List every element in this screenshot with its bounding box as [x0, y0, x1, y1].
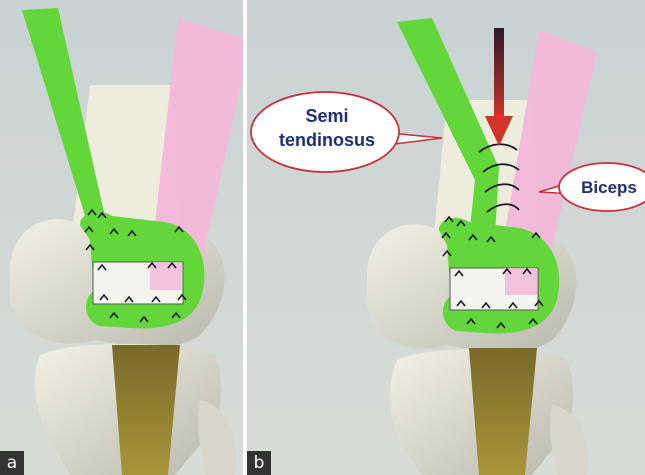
panel-label-a: a — [0, 451, 24, 475]
panel-a-illustration — [0, 0, 243, 475]
panel-b: Semi tendinosus Biceps b — [247, 0, 645, 475]
semitendinosus-label-line2: tendinosus — [279, 130, 375, 150]
panel-b-illustration: Semi tendinosus Biceps — [247, 0, 645, 475]
panel-a: a — [0, 0, 243, 475]
semitendinosus-label-line1: Semi — [305, 106, 348, 126]
panel-label-b: b — [247, 451, 271, 475]
ligament-graft — [469, 348, 537, 475]
biceps-label: Biceps — [581, 178, 637, 197]
